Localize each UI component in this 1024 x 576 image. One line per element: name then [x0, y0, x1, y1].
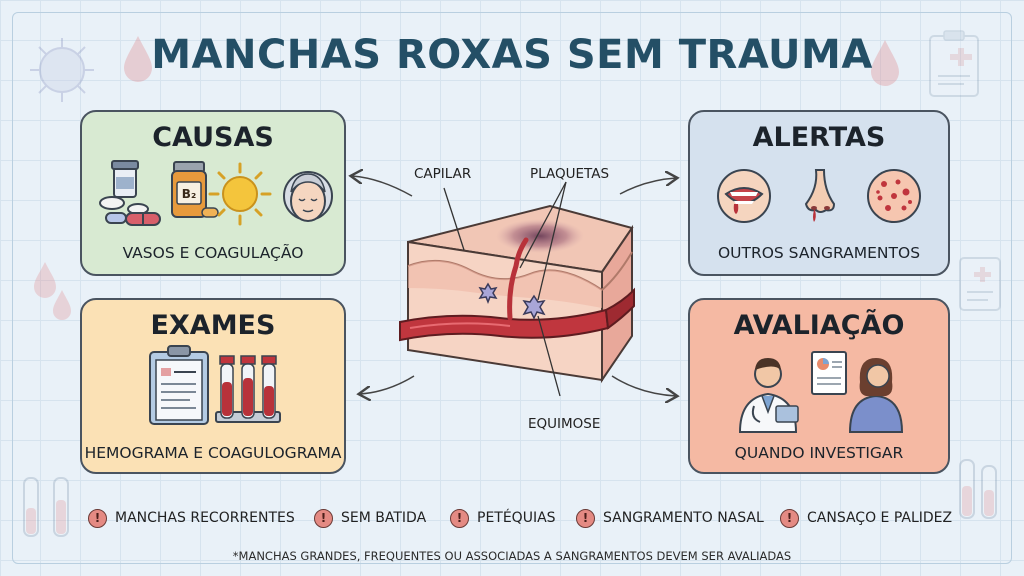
bruise-mark	[496, 219, 584, 253]
alert-icon: !	[314, 508, 333, 528]
blood-drop-icon	[871, 40, 899, 86]
virus-icon	[30, 38, 94, 102]
card-causas: CAUSAS B₂	[80, 110, 346, 276]
card-heading: ALERTAS	[752, 122, 886, 153]
page-title: MANCHAS ROXAS SEM TRAUMA	[151, 32, 873, 78]
label-equimose: EQUIMOSE	[528, 416, 601, 432]
pills-icon	[99, 160, 161, 226]
test-tubes-icon	[959, 459, 997, 519]
arrow-to-causas	[352, 176, 413, 197]
test-tubes-icon	[23, 477, 69, 537]
footnote: *MANCHAS GRANDES, FREQUENTES OU ASSOCIAD…	[232, 549, 792, 563]
arrow-to-exames	[360, 375, 415, 394]
card-avaliacao: AVALIAÇÃO	[688, 298, 950, 474]
exames-icons	[149, 345, 281, 425]
blood-drop-icon	[34, 262, 56, 298]
clipboard-icon	[929, 30, 979, 97]
platelet	[478, 282, 498, 305]
warning-text: PETÉQUIAS	[477, 510, 556, 526]
petechiae-skin-icon	[867, 169, 921, 223]
blood-drop-icon	[124, 36, 152, 82]
arrow-to-alertas	[619, 178, 676, 195]
card-caption: QUANDO INVESTIGAR	[734, 444, 904, 462]
avaliacao-icons	[738, 351, 904, 433]
alert-icon: !	[780, 508, 799, 528]
arrow-to-avaliacao	[611, 375, 676, 396]
card-caption: OUTROS SANGRAMENTOS	[717, 244, 921, 262]
sun-icon	[208, 162, 272, 226]
warning-item: ! CANSAÇO E PALIDEZ	[780, 505, 952, 531]
card-caption: HEMOGRAMA E COAGULOGRAMA	[84, 444, 342, 462]
bottle-label: B₂	[182, 187, 196, 201]
bleeding-gums-icon	[717, 169, 771, 223]
warning-item: ! MANCHAS RECORRENTES	[88, 505, 295, 531]
skin-diagram	[399, 181, 635, 397]
clipboard-icon	[959, 257, 1001, 311]
blood-drop-icon	[53, 290, 71, 320]
alert-icon: !	[450, 508, 469, 528]
clipboard-icon	[149, 345, 209, 425]
skin-cross-section: CAPILAR PLAQUETAS EQUIMOSE	[370, 140, 670, 450]
capillary	[507, 237, 529, 321]
vitamin-b-bottle-icon: B₂	[171, 161, 219, 218]
card-heading: AVALIAÇÃO	[733, 310, 905, 341]
card-heading: EXAMES	[150, 310, 276, 341]
blood-tubes-icon	[215, 355, 281, 423]
label-capilar: CAPILAR	[414, 166, 472, 182]
warning-text: SEM BATIDA	[341, 510, 427, 526]
causas-icons: B₂	[99, 160, 333, 226]
patient-icon	[848, 358, 904, 433]
doctor-icon	[738, 358, 799, 433]
alert-icon: !	[576, 508, 595, 528]
warning-text: MANCHAS RECORRENTES	[115, 510, 295, 526]
card-caption: VASOS E COAGULAÇÃO	[122, 244, 304, 262]
warning-list: ! MANCHAS RECORRENTES ! SEM BATIDA ! PET…	[88, 505, 968, 531]
warning-text: SANGRAMENTO NASAL	[603, 510, 764, 526]
card-heading: CAUSAS	[152, 122, 274, 153]
card-alertas: ALERTAS	[688, 110, 950, 276]
chart-board-icon	[811, 351, 847, 395]
nosebleed-icon	[804, 169, 836, 222]
alert-icon: !	[88, 508, 107, 528]
platelet	[522, 294, 546, 320]
warning-item: ! PETÉQUIAS	[450, 505, 556, 531]
alertas-icons	[717, 169, 921, 223]
label-plaquetas: PLAQUETAS	[530, 166, 610, 182]
warning-item: ! SANGRAMENTO NASAL	[576, 505, 764, 531]
card-exames: EXAMES	[80, 298, 346, 474]
warning-item: ! SEM BATIDA	[314, 505, 426, 531]
elderly-face-icon	[283, 171, 333, 222]
warning-text: CANSAÇO E PALIDEZ	[807, 510, 953, 526]
page-frame	[12, 12, 1012, 564]
